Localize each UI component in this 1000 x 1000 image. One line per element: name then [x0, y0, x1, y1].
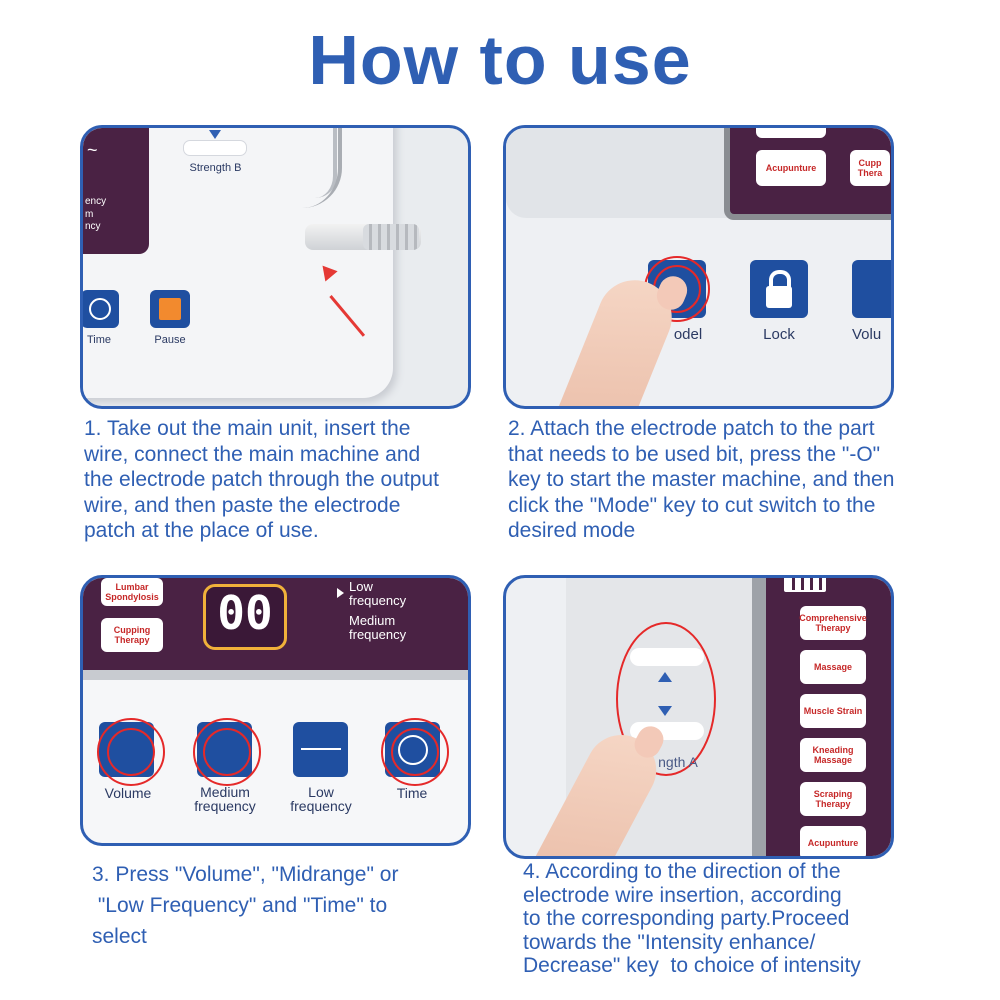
wave-icon: ~: [87, 140, 98, 160]
pulse-icon: [301, 748, 341, 750]
caption-line: 4. According to the direction of the: [523, 860, 841, 883]
caption-line: click the "Mode" key to cut switch to th…: [508, 493, 876, 517]
mode-button-top[interactable]: [756, 128, 826, 138]
device-edge: [752, 578, 766, 856]
caption-line: electrode wire insertion, according: [523, 883, 842, 907]
strength-up-slot[interactable]: [630, 648, 704, 666]
wire-connector-ridges: [363, 224, 419, 250]
step4-image: Comprehensive Therapy Massage Muscle Str…: [503, 575, 894, 859]
low-frequency-label: Low frequency: [290, 784, 352, 814]
strength-a-label: ngth A: [658, 754, 698, 770]
press-indicator: [97, 718, 165, 786]
press-indicator: [381, 718, 449, 786]
press-indicator: [193, 718, 261, 786]
mode-button[interactable]: Comprehensive Therapy: [799, 606, 867, 640]
mode-button[interactable]: Kneading Massage: [800, 738, 866, 772]
caption-line: "Low Frequency" and "Time" to: [92, 894, 388, 917]
lock-icon-shackle: [769, 270, 791, 290]
caption-line: patch at the place of use.: [84, 519, 319, 542]
battery-icon: [784, 578, 826, 592]
step2-caption: 2. Attach the electrode patch to the par…: [508, 416, 953, 544]
acupunture-mode-button[interactable]: Acupunture: [756, 150, 826, 186]
lock-label: Lock: [763, 326, 795, 343]
caption-line: 3. Press "Volume", "Midrange" or: [92, 863, 399, 886]
time-label: Time: [396, 785, 428, 801]
chevron-down-icon: [209, 130, 221, 139]
model-label: odel: [673, 326, 703, 343]
press-indicator: [391, 728, 439, 776]
press-indicator: [616, 622, 716, 776]
low-frequency-indicator: Low frequency: [349, 579, 407, 608]
digit-display-value: 00: [217, 586, 273, 640]
time-label: Time: [86, 334, 112, 346]
caption-line: key to start the master machine, and the…: [508, 468, 895, 491]
mode-button[interactable]: Acupunture: [800, 826, 866, 856]
volume-button[interactable]: [852, 260, 891, 318]
step4-caption: 4. According to the direction of the ele…: [523, 860, 953, 978]
step3-caption: 3. Press "Volume", "Midrange" or "Low Fr…: [92, 859, 482, 952]
freq-label-fragment: m: [85, 209, 94, 220]
chevron-down-icon[interactable]: [658, 706, 672, 716]
clock-icon: [398, 735, 428, 765]
caption-line: the electrode patch through the output: [84, 468, 439, 491]
mode-button[interactable]: Scraping Therapy: [800, 782, 866, 816]
caption-line: 2. Attach the electrode patch to the par…: [508, 417, 875, 440]
caption-line: to the corresponding party.Proceed: [523, 907, 850, 930]
pause-label: Pause: [154, 334, 186, 346]
caption-line: wire, connect the main machine and: [84, 442, 421, 466]
mode-button[interactable]: Massage: [800, 650, 866, 684]
caption-line: select: [92, 925, 147, 948]
strength-b-label: Strength B: [189, 162, 242, 174]
lumbar-mode-button[interactable]: Lumbar Spondylosis: [101, 578, 163, 606]
cupping-mode-button[interactable]: Cupp Thera: [850, 150, 890, 186]
caption-line: that needs to be used bit, press the "-O…: [508, 442, 881, 466]
medium-frequency-indicator: Medium frequency: [349, 613, 407, 642]
caption-line: Decrease" key to choice of intensity: [523, 954, 861, 977]
play-indicator-icon: [337, 588, 344, 598]
digit-display: [203, 584, 287, 650]
step3-image: Lumbar Spondylosis Cupping Therapy 00 Lo…: [80, 575, 471, 846]
freq-label-fragment: ency: [85, 196, 107, 207]
volume-label: Volu: [852, 326, 882, 343]
mode-button[interactable]: Muscle Strain: [800, 694, 866, 728]
device-rim: [83, 670, 468, 680]
cupping-mode-button[interactable]: Cupping Therapy: [101, 618, 163, 652]
step1-image: ~ ency m ncy Strength B Time Pause: [80, 125, 471, 409]
press-indicator: [203, 728, 251, 776]
page-title: How to use: [308, 21, 692, 99]
output-wire: [298, 128, 342, 208]
volume-label: Volume: [104, 785, 152, 801]
medium-frequency-label: Medium frequency: [194, 784, 256, 814]
clock-icon: [89, 298, 111, 320]
caption-line: towards the "Intensity enhance/: [523, 930, 816, 954]
device-screen: [83, 128, 149, 254]
chevron-up-icon[interactable]: [658, 672, 672, 682]
step2-image: Acupunture Cupp Thera odel Lock Volu: [503, 125, 894, 409]
caption-line: 1. Take out the main unit, insert the: [84, 417, 411, 440]
step1-caption: 1. Take out the main unit, insert the wi…: [84, 416, 494, 544]
press-indicator: [107, 728, 155, 776]
caption-line: desired mode: [508, 519, 636, 542]
pause-icon: [159, 298, 181, 320]
lock-icon: [766, 286, 792, 308]
caption-line: wire, and then paste the electrode: [84, 493, 401, 517]
freq-label-fragment: ncy: [85, 221, 101, 232]
strength-b-slot[interactable]: [183, 140, 247, 156]
